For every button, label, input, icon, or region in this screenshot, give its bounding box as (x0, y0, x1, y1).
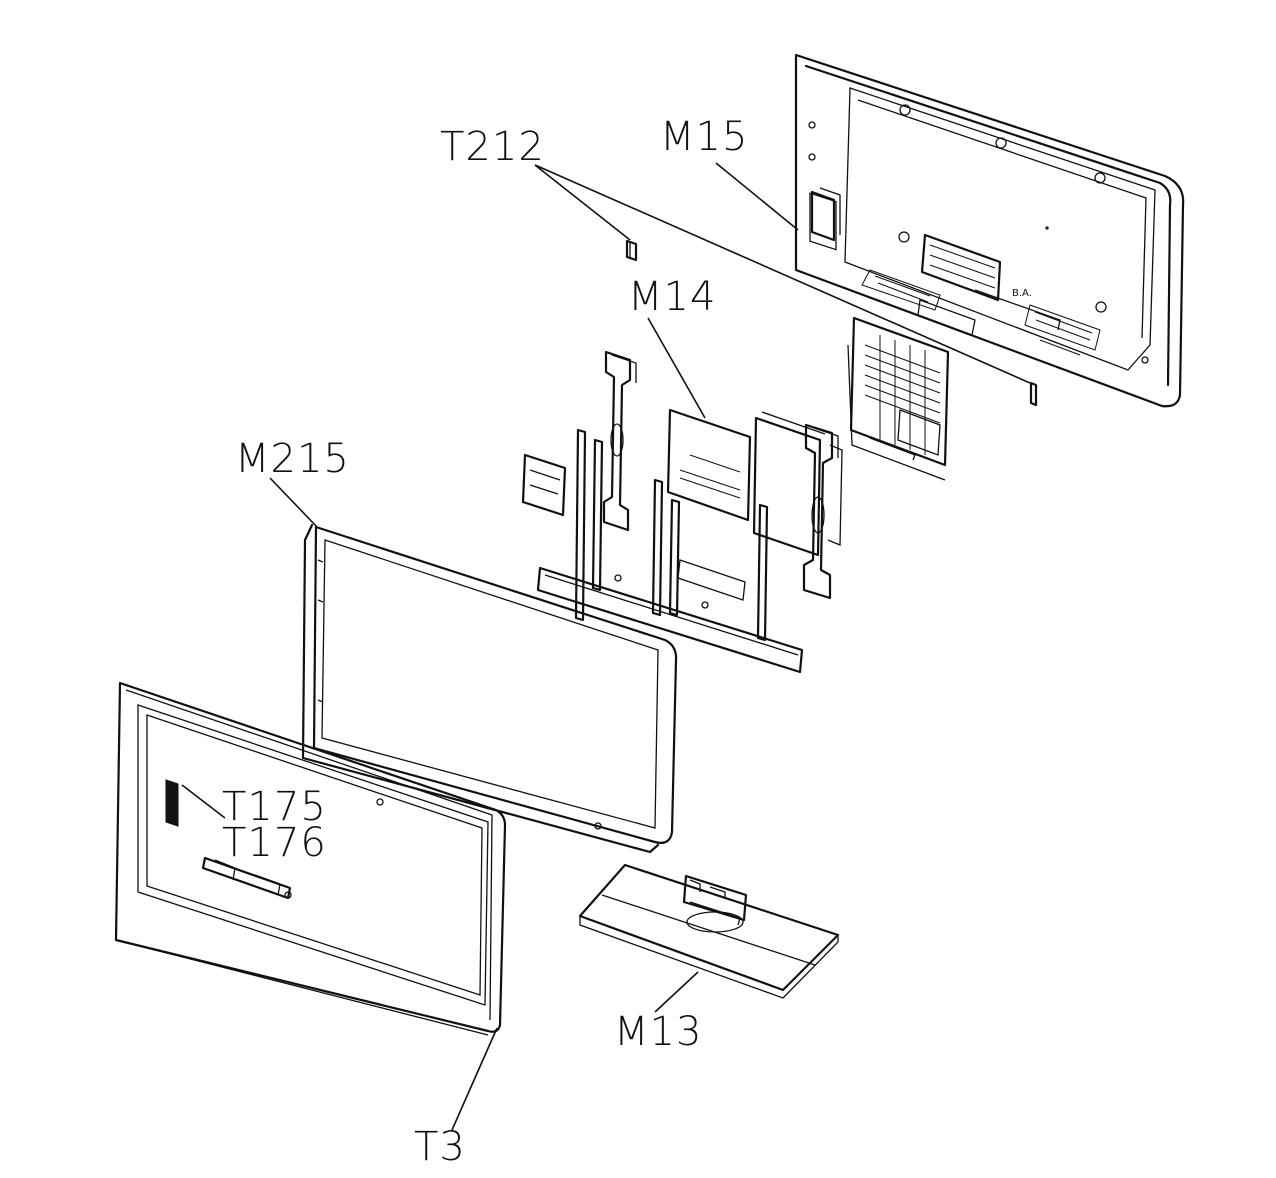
callout-m15: M15 (660, 114, 748, 160)
callout-m14: M14 (628, 274, 716, 320)
callout-m13: M13 (614, 1009, 702, 1055)
leader-t212-a (534, 164, 631, 241)
leader-t175 (181, 784, 226, 819)
button-board-t175 (165, 779, 179, 827)
panel-frame-m215 (301, 523, 678, 854)
callout-m215: M215 (235, 436, 350, 482)
clip-t212-a (625, 239, 638, 262)
callout-t176: T176 (222, 820, 327, 866)
bottom-rail (536, 559, 804, 674)
leader-m215 (269, 477, 319, 529)
leader-m13 (654, 971, 699, 1013)
front-bezel-t3 (114, 681, 507, 1036)
callout-t212: T212 (440, 124, 545, 170)
callout-t3: T3 (414, 1124, 466, 1170)
leader-t3 (451, 1027, 498, 1131)
leader-t212-b (534, 164, 1031, 384)
main-board (651, 408, 752, 617)
svg-text:B.A.: B.A. (1012, 288, 1032, 299)
leader-m14 (647, 317, 706, 419)
ir-board-t176 (201, 856, 292, 900)
stand-m13 (578, 863, 840, 999)
back-cover-m15: B.A. (794, 53, 1185, 408)
leader-m15 (715, 162, 799, 231)
leader-lines (181, 162, 1031, 1131)
callout-t175: T175 (222, 784, 327, 830)
power-board (752, 411, 826, 642)
clip-t212-b (1029, 381, 1038, 407)
speaker-left (602, 350, 637, 532)
speaker-right (802, 423, 843, 600)
stray-dot (1045, 226, 1049, 230)
shield-plate (847, 316, 950, 481)
side-bracket (521, 428, 604, 622)
